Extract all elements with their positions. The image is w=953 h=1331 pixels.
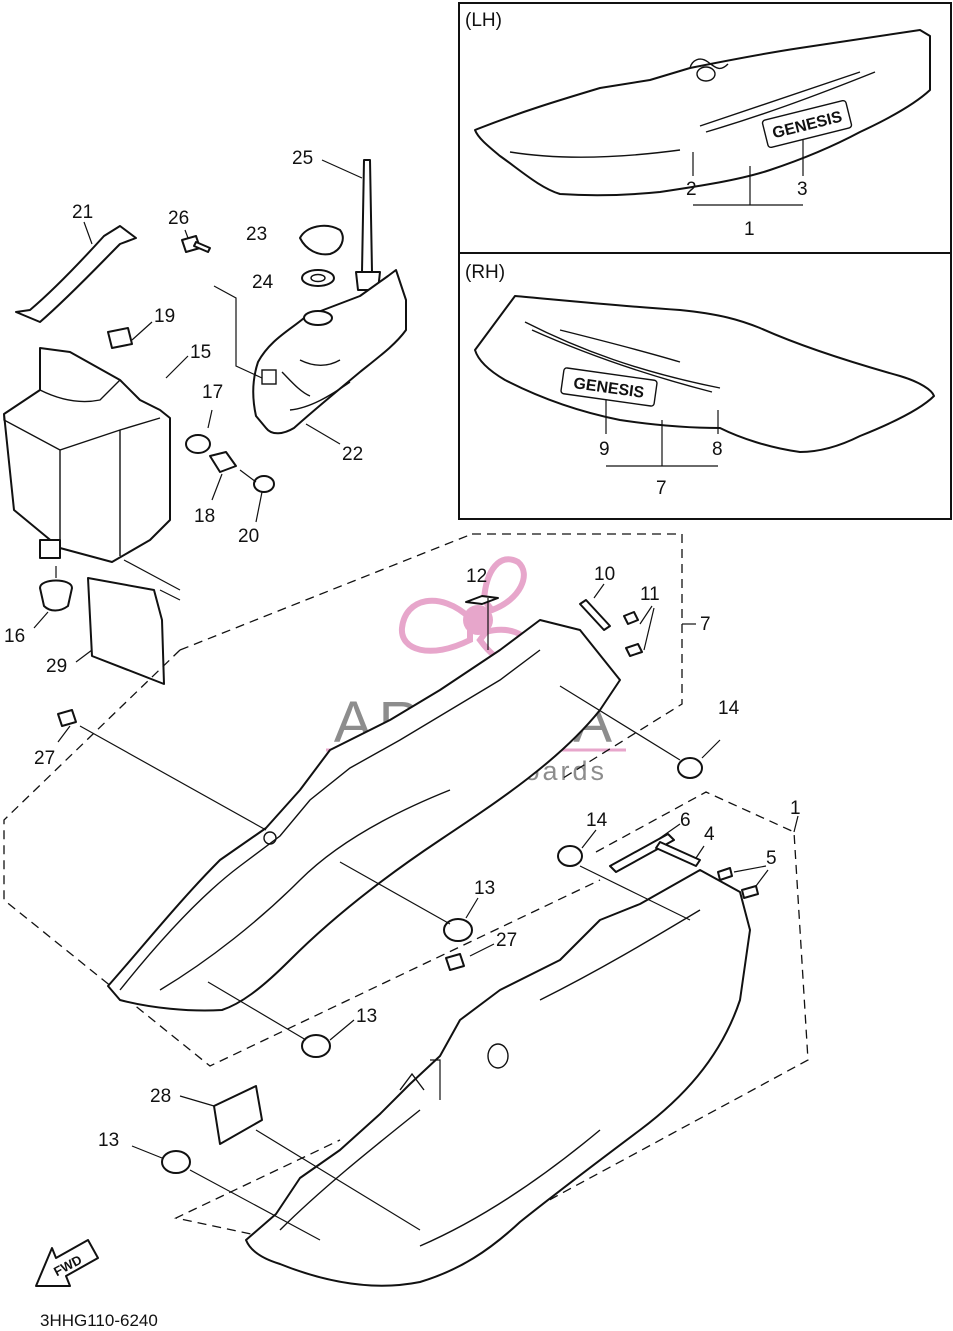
inset-lh-label: (LH): [465, 10, 502, 31]
screw-27-upper: [57, 709, 77, 727]
trim-6: [609, 833, 675, 873]
callout-19: 19: [154, 306, 175, 327]
side-cover-frame: [107, 619, 621, 1012]
callout-27-upper: 27: [34, 748, 55, 769]
damper-16: [39, 579, 73, 612]
inset-rh: (RH) GENESIS 9 8 7: [458, 252, 952, 520]
callout-20: 20: [238, 526, 259, 547]
coolant-tank: [252, 269, 407, 435]
callout-26: 26: [168, 208, 189, 229]
callout-29: 29: [46, 656, 67, 677]
callout-24: 24: [252, 272, 274, 293]
callout-23: 23: [246, 224, 267, 245]
callout-1-lh: 1: [744, 219, 755, 240]
callout-16: 16: [4, 626, 25, 647]
callout-2: 2: [686, 179, 697, 200]
callout-21: 21: [72, 202, 93, 223]
rh-side-cover: GENESIS: [474, 295, 935, 453]
rh-genesis-decal: [560, 367, 658, 407]
callout-1-frame: 1: [790, 798, 801, 819]
cover-plate-29: [87, 577, 165, 685]
grommet-14-lower: [557, 845, 583, 867]
callout-27-lower: 27: [496, 930, 517, 951]
trim-10: [579, 599, 611, 631]
collar-18: [209, 451, 237, 473]
callout-13-middle: 13: [356, 1006, 377, 1027]
side-cover-rh-group: 7 12 10 11 14 27 13 13: [3, 533, 740, 1067]
grommet-13-middle: [301, 1034, 331, 1058]
callout-18: 18: [194, 506, 215, 527]
lh-side-cover: GENESIS: [474, 29, 931, 197]
callout-4: 4: [704, 824, 715, 845]
fwd-arrow: FWD: [35, 1239, 99, 1287]
callout-25: 25: [292, 148, 313, 169]
inset-lh: (LH) GENESIS 2 3 1: [458, 2, 952, 254]
callout-8: 8: [712, 439, 723, 460]
callout-14-lower: 14: [586, 810, 608, 831]
lh-genesis-decal: [761, 99, 853, 149]
screw-27-lower: [445, 953, 465, 971]
side-cover-lower: [245, 869, 751, 1287]
trim-4: [655, 841, 701, 867]
pin-12: [465, 595, 499, 605]
callout-3: 3: [797, 179, 808, 200]
cap-gasket: [301, 269, 335, 287]
callout-7-rh: 7: [656, 478, 667, 499]
callout-13-upper: 13: [474, 878, 495, 899]
callout-6: 6: [680, 810, 691, 831]
battery-box-assembly: 21 19 15 17 18 20 16 29: [3, 202, 275, 685]
callout-14-upper: 14: [718, 698, 740, 719]
callout-15: 15: [190, 342, 211, 363]
battery-case: [3, 347, 171, 563]
grommet-13-upper: [443, 918, 473, 942]
plate-28: [213, 1085, 263, 1145]
callout-17: 17: [202, 382, 223, 403]
callout-12: 12: [466, 566, 487, 587]
bolt-20: [253, 475, 275, 493]
callout-28: 28: [150, 1086, 171, 1107]
tank-cap: [299, 224, 344, 256]
callout-11: 11: [640, 584, 660, 605]
clips-5: [717, 867, 759, 899]
clips-11: [623, 611, 643, 657]
callout-9: 9: [599, 439, 610, 460]
clip-19: [107, 327, 133, 349]
callout-5: 5: [766, 848, 777, 869]
callout-7-frame: 7: [700, 614, 711, 635]
part-code: 3HHG110-6240: [40, 1311, 158, 1330]
grommet-13-lower: [161, 1150, 191, 1174]
side-cover-lh-group: 1 14 6 4 5 27 28 13: [98, 791, 809, 1287]
battery-strap: [15, 225, 137, 323]
dipstick-rod: [361, 159, 373, 273]
inset-rh-label: (RH): [465, 262, 505, 283]
callout-10: 10: [594, 564, 615, 585]
callout-22: 22: [342, 444, 363, 465]
grommet-14-upper: [677, 757, 703, 779]
reservoir-assembly: 25 23 24 22 26: [168, 148, 407, 465]
callout-13-lower: 13: [98, 1130, 119, 1151]
grommet-17: [185, 434, 211, 454]
